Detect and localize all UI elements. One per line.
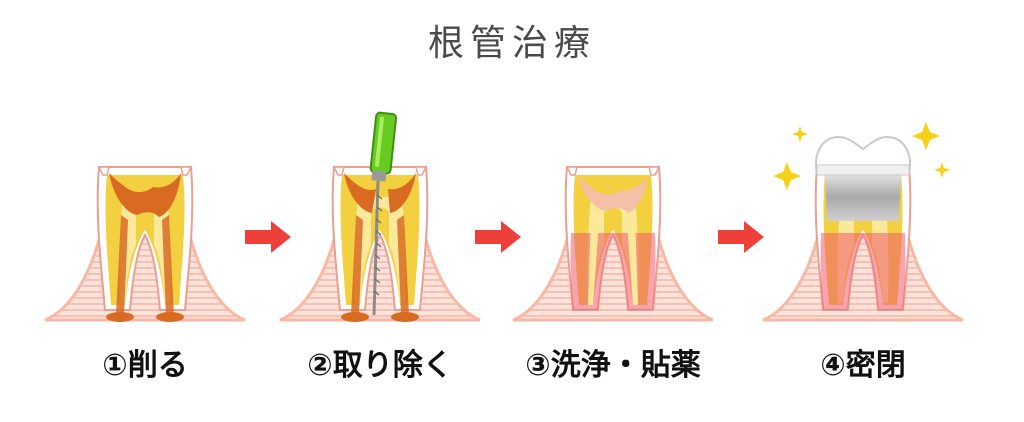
endodontic-file-icon (369, 111, 398, 316)
page-title: 根管治療 (427, 23, 596, 64)
arrow-right-icon (718, 221, 764, 253)
step-4-label: ④密閉 (820, 348, 906, 383)
tooth-crown-icon (761, 135, 965, 322)
sparkle-icon (773, 122, 950, 190)
step-1-label: ①削る (102, 348, 188, 383)
arrow-right-icon (475, 221, 521, 253)
tooth-file-icon (278, 111, 482, 322)
tooth-decayed-icon (43, 166, 247, 322)
arrow-right-icon (245, 221, 291, 253)
step-2-label: ②取り除く (307, 348, 453, 383)
step-3-label: ③洗浄・貼薬 (525, 348, 701, 383)
tooth-cleaned-icon (511, 166, 715, 322)
